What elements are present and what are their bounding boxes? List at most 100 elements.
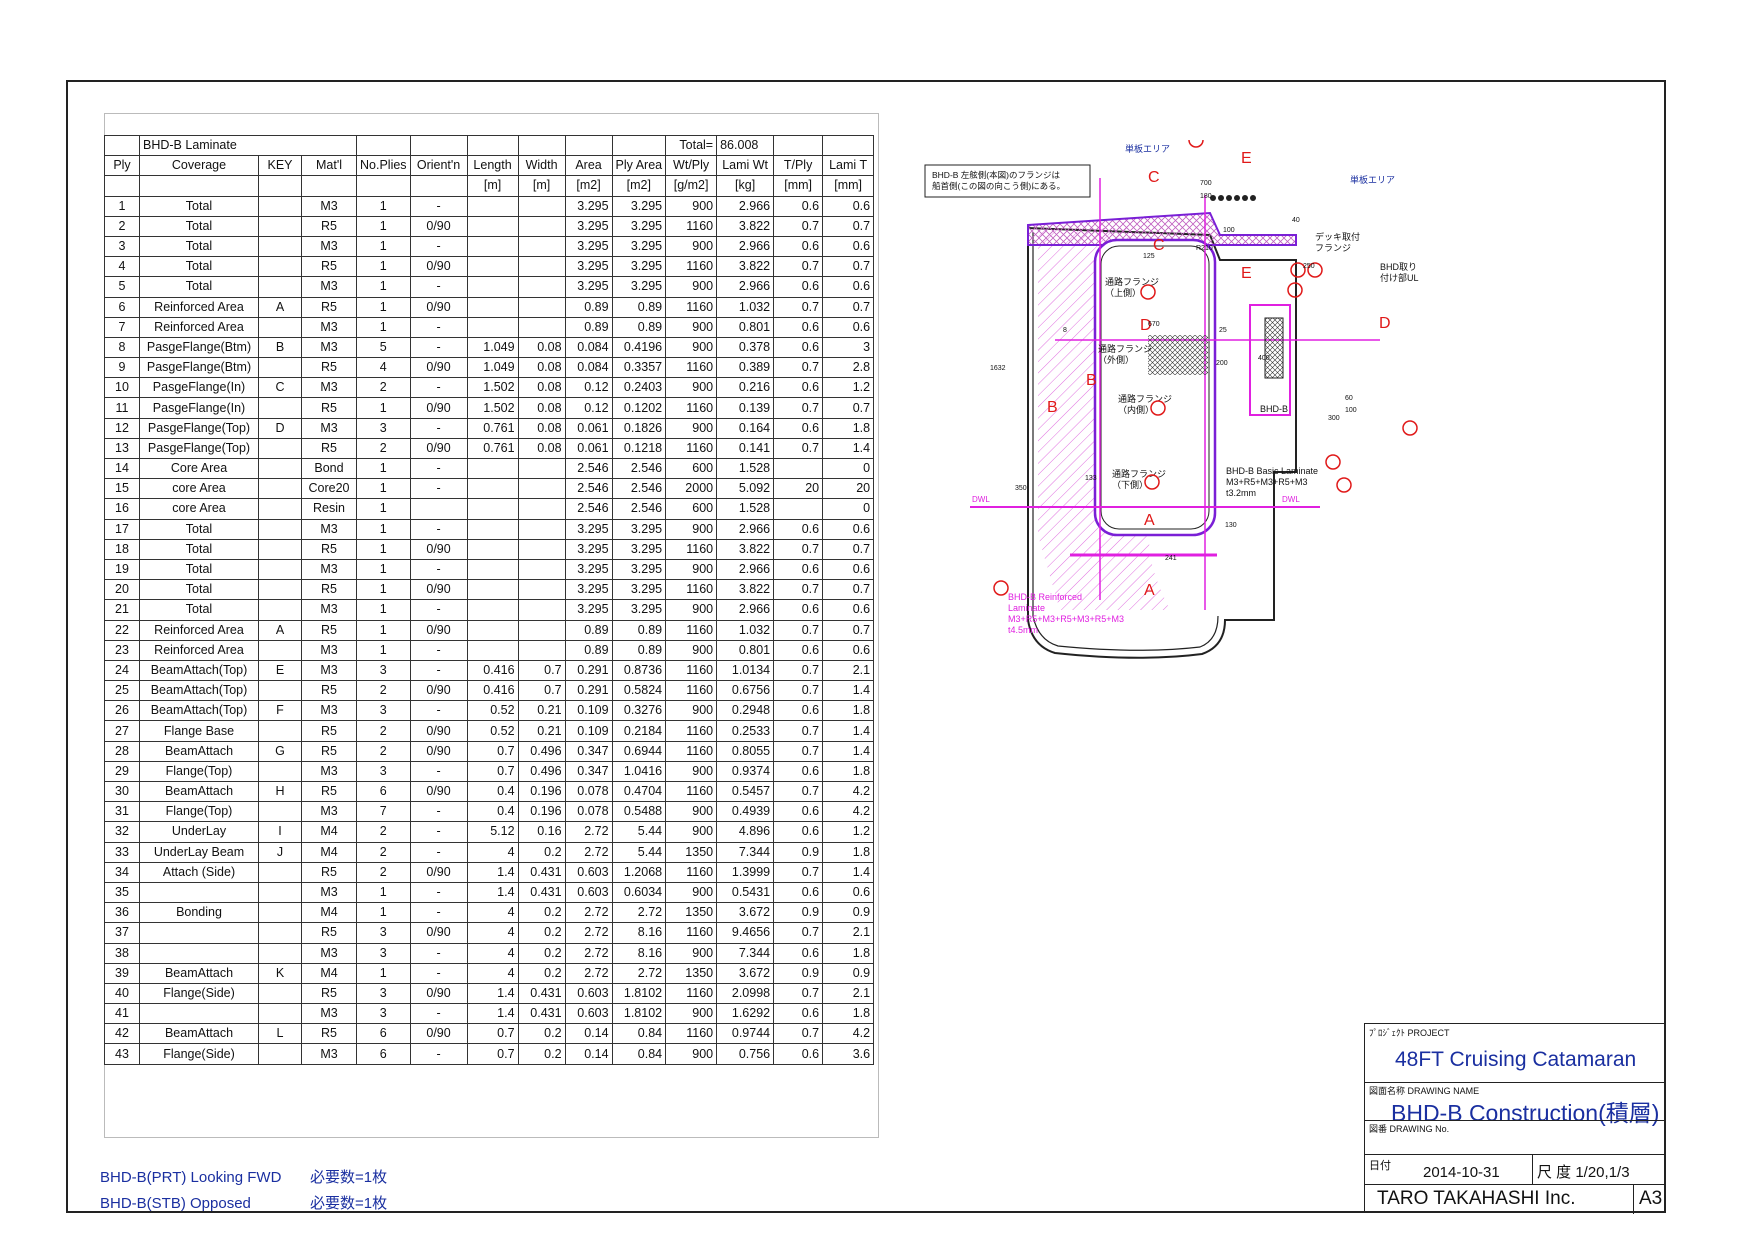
cell-plies: 2 — [356, 861, 411, 883]
cell-plies: 1 — [356, 195, 411, 217]
cell-orientation: - — [409, 518, 468, 540]
cell-lami-wt: 0.2948 — [716, 700, 775, 722]
cell-ply: 25 — [104, 680, 140, 702]
cell-material: R5 — [301, 740, 357, 762]
cell-length — [466, 195, 519, 217]
column-header: Mat'l — [301, 155, 357, 177]
cell-ply: 36 — [104, 902, 140, 924]
cell-lami-t: 1.2 — [822, 377, 875, 399]
cell-length: 0.4 — [466, 801, 519, 823]
cell-material: R5 — [301, 861, 357, 883]
column-unit — [409, 175, 468, 197]
cell-ply-area: 3.295 — [611, 538, 667, 560]
cell-wt-ply: 900 — [665, 639, 718, 661]
cell-key — [258, 861, 302, 883]
cell-lami-wt: 2.966 — [716, 599, 775, 621]
cell-material: M3 — [301, 801, 357, 823]
cell-lami-wt: 0.8055 — [716, 740, 775, 762]
cell-material: R5 — [301, 922, 357, 944]
project-name: 48FT Cruising Catamaran — [1395, 1048, 1637, 1071]
cell-material: M3 — [301, 276, 357, 298]
cell-area: 2.546 — [564, 498, 613, 520]
cell-ply: 16 — [104, 498, 140, 520]
cell-orientation: 0/90 — [409, 215, 468, 237]
cell-width: 0.196 — [517, 780, 566, 803]
cell-key — [258, 235, 302, 258]
cell-coverage — [139, 922, 259, 944]
cell-lami-wt: 0.4939 — [716, 801, 775, 823]
cell-material: Core20 — [301, 478, 357, 500]
flout-label: 通路フランジ（外側） — [1098, 343, 1152, 365]
cell-key — [258, 256, 302, 278]
cell-plies: 2 — [356, 841, 411, 863]
cell-key — [258, 982, 302, 1005]
cell-key — [258, 801, 302, 823]
total-label: Total= — [665, 134, 718, 157]
cell-lami-wt: 2.966 — [716, 518, 775, 540]
cell-area: 0.89 — [564, 639, 613, 661]
cell-plies: 3 — [356, 942, 411, 964]
cell-material: R5 — [301, 397, 357, 419]
d100b-label: 100 — [1345, 407, 1357, 414]
cell-width: 0.08 — [517, 357, 566, 379]
cell-coverage: Bonding — [139, 902, 259, 924]
cell-ply: 1 — [104, 195, 140, 217]
cell-width — [517, 518, 566, 540]
cell-coverage: BeamAttach — [139, 740, 259, 762]
cell-lami-wt: 7.344 — [716, 942, 775, 964]
cell-length: 0.761 — [466, 417, 519, 439]
cell-ply: 29 — [104, 760, 140, 783]
cell-area: 2.72 — [564, 962, 613, 984]
cell-ply: 9 — [104, 357, 140, 379]
drawing-name-label: 図面名称 DRAWING NAME — [1369, 1086, 1480, 1096]
cell-t-ply: 0.7 — [773, 619, 824, 641]
cell-ply-area: 0.89 — [611, 316, 667, 338]
cell-material: R5 — [301, 215, 357, 237]
cell-lami-wt: 1.032 — [716, 296, 775, 318]
cell-width: 0.21 — [517, 720, 566, 742]
cell-length: 0.7 — [466, 740, 519, 762]
cell-lami-wt: 2.966 — [716, 235, 775, 258]
cell-material: M4 — [301, 841, 357, 863]
cell-t-ply: 0.6 — [773, 316, 824, 338]
cell-width: 0.431 — [517, 1003, 566, 1025]
cell-key — [258, 397, 302, 419]
cell-ply-area: 1.8102 — [611, 1003, 667, 1025]
cell-area: 3.295 — [564, 599, 613, 621]
drawing-frame — [66, 80, 1666, 1213]
cell-lami-t: 4.2 — [822, 1023, 875, 1045]
cell-orientation: - — [409, 377, 468, 399]
cell-ply-area: 3.295 — [611, 235, 667, 258]
cell-plies: 1 — [356, 538, 411, 560]
cell-wt-ply: 1160 — [665, 720, 718, 742]
cell-wt-ply: 900 — [665, 195, 718, 217]
cell-material: M3 — [301, 1003, 357, 1025]
cell-width: 0.16 — [517, 821, 566, 843]
cell-key — [258, 902, 302, 924]
column-header: Orient'n — [409, 155, 468, 177]
cell-orientation: 0/90 — [409, 296, 468, 318]
cell-coverage: Total — [139, 235, 259, 258]
cell-t-ply: 0.6 — [773, 1043, 824, 1065]
cell-ply: 34 — [104, 861, 140, 883]
cell-width — [517, 235, 566, 258]
cell-width — [517, 215, 566, 237]
cell-lami-t: 0.7 — [822, 619, 875, 641]
cell-lami-t: 1.4 — [822, 437, 875, 460]
cell-area: 0.078 — [564, 801, 613, 823]
cell-coverage: Reinforced Area — [139, 639, 259, 661]
drawing-name: BHD-B Construction(積層) — [1391, 1100, 1660, 1126]
cell-orientation: 0/90 — [409, 720, 468, 742]
cell-lami-wt: 3.822 — [716, 538, 775, 560]
cell-length — [466, 518, 519, 540]
cell-area: 0.109 — [564, 700, 613, 722]
cell-width — [517, 619, 566, 641]
cell-length — [466, 538, 519, 560]
